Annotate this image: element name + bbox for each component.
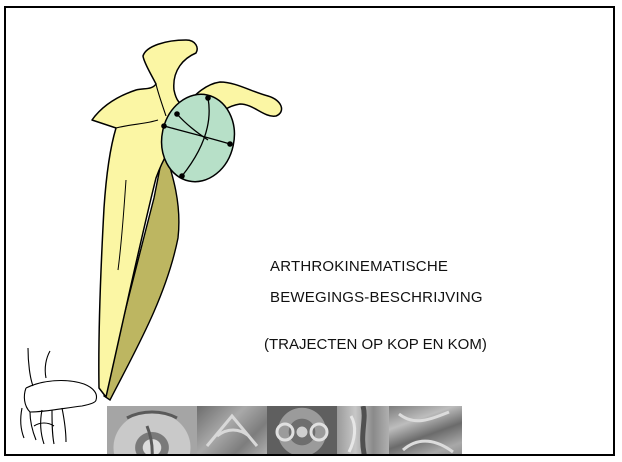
foot-sketch bbox=[21, 348, 97, 444]
thumbnail-strip bbox=[107, 406, 462, 456]
trajectory-point-bottom bbox=[179, 173, 185, 179]
xray-thumbnail-pelvis-ct bbox=[267, 406, 337, 456]
xray-thumbnail-hip bbox=[197, 406, 267, 456]
trajectory-point-top bbox=[205, 95, 211, 101]
trajectory-point-left bbox=[161, 123, 167, 129]
trajectory-point-inner bbox=[174, 111, 180, 117]
scapula-diagram bbox=[6, 8, 615, 456]
trajectory-point-right bbox=[227, 141, 233, 147]
xray-thumbnail-spine bbox=[337, 406, 389, 456]
subtitle: (TRAJECTEN OP KOP EN KOM) bbox=[264, 336, 487, 353]
xray-thumbnail-pelvis bbox=[107, 406, 197, 456]
slide: ARTHROKINEMATISCHE BEWEGINGS-BESCHRIJVIN… bbox=[4, 6, 615, 456]
title-line-2: BEWEGINGS-BESCHRIJVING bbox=[270, 289, 483, 306]
xray-thumbnail-joint bbox=[389, 406, 462, 456]
title-line-1: ARTHROKINEMATISCHE bbox=[270, 258, 448, 275]
